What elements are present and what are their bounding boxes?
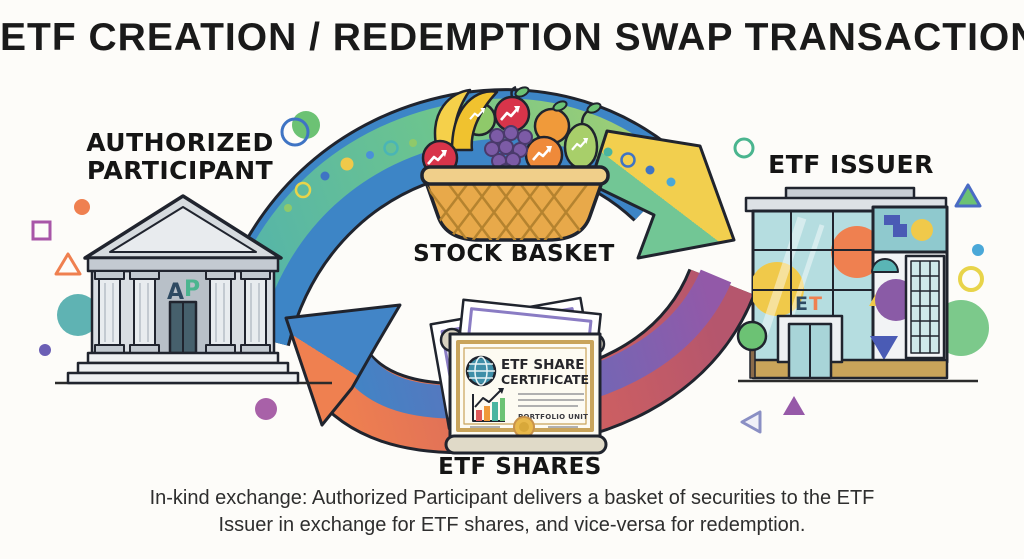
orange-dot (74, 199, 90, 215)
sky-dot (972, 244, 984, 256)
creation-arrowhead-dots (603, 147, 676, 187)
certificate-title-line1: ETF SHARE (501, 357, 584, 373)
violet-dot (39, 344, 51, 356)
certificate-title-line2: CERTIFICATE (501, 372, 589, 387)
redemption-arrowhead (284, 303, 402, 427)
diagram-caption: In-kind exchange: Authorized Participant… (149, 487, 875, 536)
etf-issuer-building: E T (736, 186, 978, 383)
issuer-sign-letter-t: T (809, 293, 822, 315)
right-block-glass (871, 205, 949, 254)
purple-triangle (783, 396, 805, 415)
lavender-triangle-outline (740, 410, 762, 434)
etf-certificate-illustration: ETF SHARE CERTIFICATE PORTFOLIO UNIT (429, 296, 608, 455)
bank-building: A P (55, 194, 332, 385)
bank-sign-letter-a: A (167, 280, 184, 305)
basket-body (424, 180, 604, 242)
purple-dot-bottom-left (255, 398, 277, 420)
tree-icon (736, 320, 768, 379)
stock-basket-illustration (420, 85, 610, 242)
creation-arrow-dots (284, 139, 417, 212)
blue-circle-outline (280, 117, 310, 147)
fruit-banana (450, 90, 499, 152)
yellow-circle-outline (958, 266, 984, 292)
certificate-subtitle: PORTFOLIO UNIT (518, 413, 588, 421)
entablature (86, 256, 280, 273)
diagram-title: ETF CREATION / REDEMPTION SWAP TRANSACTI… (0, 16, 1024, 59)
basket-rim (420, 165, 610, 186)
label-etf-shares: ETF SHARES (438, 454, 602, 480)
green-triangle (954, 183, 982, 208)
teal-circle (57, 294, 99, 336)
issuer-door (776, 314, 844, 380)
blue-triangle-shape (870, 336, 898, 360)
label-authorized-participant: AUTHORIZED PARTICIPANT (86, 128, 274, 185)
label-stock-basket: STOCK BASKET (413, 241, 615, 267)
purple-square-outline (31, 220, 52, 241)
label-etf-issuer: ETF ISSUER (768, 150, 934, 179)
mini-bar-chart-icon (472, 388, 505, 422)
orange-triangle-outline (54, 252, 82, 276)
scroll-bottom-roll (444, 434, 608, 455)
bank-sign-letter-p: P (184, 277, 200, 302)
globe-icon (465, 355, 497, 387)
columns (94, 270, 271, 354)
bank-steps (66, 351, 300, 385)
green-circle-outline (733, 137, 755, 159)
issuer-sign-letter-e: E (795, 293, 808, 315)
teal-halfcircle-shape (871, 258, 899, 273)
